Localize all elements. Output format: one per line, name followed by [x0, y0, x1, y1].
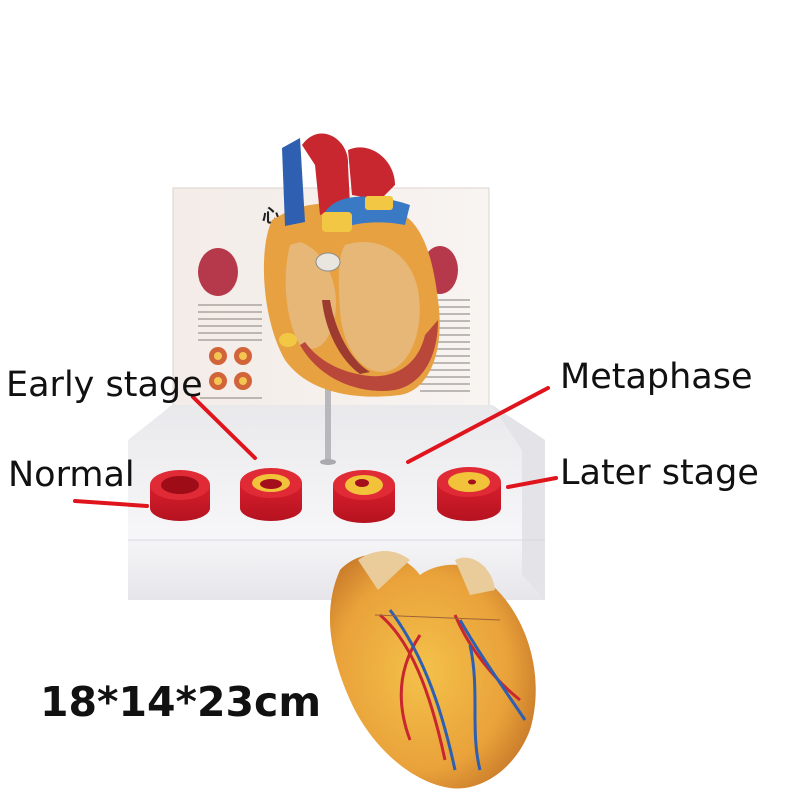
- label-normal: Normal: [8, 455, 135, 495]
- artery-ring-normal: [150, 470, 210, 521]
- artery-ring-early-stage: [240, 468, 302, 521]
- dimensions-text: 18*14*23cm: [40, 678, 322, 726]
- label-later-stage: Later stage: [560, 453, 759, 493]
- pointer-later-stage: [506, 476, 558, 489]
- heart-cross-section-model: [263, 133, 440, 397]
- artery-rings: [150, 467, 501, 523]
- pointer-normal: [73, 499, 149, 508]
- label-early-stage: Early stage: [6, 365, 203, 405]
- pointer-early-stage: [191, 395, 257, 460]
- label-metaphase: Metaphase: [560, 357, 753, 397]
- artery-ring-metaphase: [333, 470, 395, 523]
- pointer-lines: [73, 386, 558, 508]
- heart-front-piece: [329, 551, 536, 789]
- artery-ring-later-stage: [437, 467, 501, 521]
- pointer-metaphase: [406, 386, 550, 464]
- stand-rod: [325, 380, 331, 464]
